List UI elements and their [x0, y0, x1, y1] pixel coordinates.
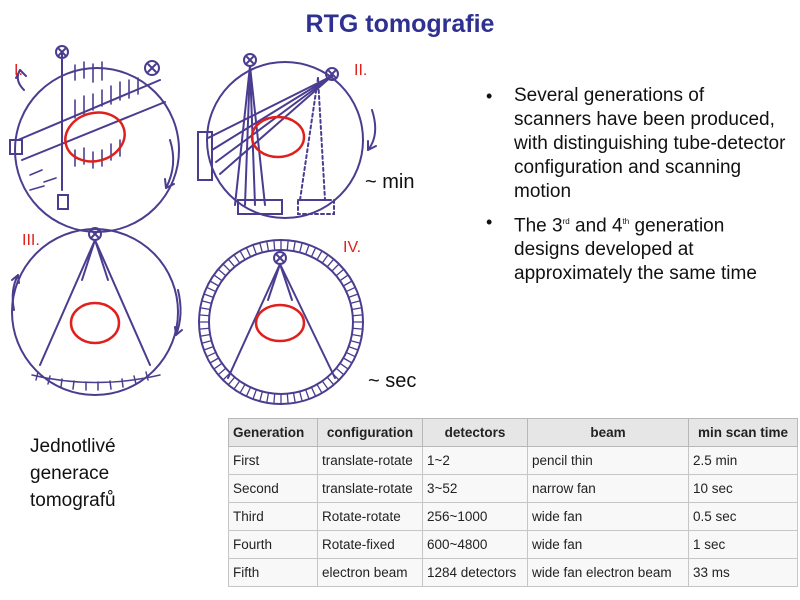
table-cell: wide fan — [527, 502, 689, 531]
label-gen-4: IV. — [343, 239, 362, 256]
table-cell: 1 sec — [688, 530, 798, 559]
table-cell: Fourth — [228, 530, 318, 559]
table-cell: wide fan — [527, 530, 689, 559]
generations-table: Generation configuration detectors beam … — [228, 418, 798, 587]
table-cell: 0.5 sec — [688, 502, 798, 531]
bullet-item-generations: Several generations of scanners have bee… — [486, 84, 786, 204]
table-cell: 256~1000 — [422, 502, 528, 531]
table-cell: Rotate-rotate — [317, 502, 423, 531]
bullet-item-3rd-4th: The 3rd and 4th generation designs devel… — [486, 210, 786, 286]
col-header-beam: beam — [527, 418, 689, 447]
table-cell: First — [228, 446, 318, 475]
caption-line: tomografů — [30, 490, 116, 511]
slide-title: RTG tomografie — [305, 10, 495, 38]
label-gen-2: II. — [354, 62, 368, 79]
table-header-row: Generation configuration detectors beam … — [228, 418, 798, 447]
table-cell: 10 sec — [688, 474, 798, 503]
czech-caption: Jednotlivé generace tomografů — [30, 433, 116, 514]
x-ray-source-icon — [55, 45, 69, 59]
table-row: First translate-rotate 1~2 pencil thin 2… — [228, 446, 798, 475]
label-time-sec: ~ sec — [368, 370, 417, 392]
table-cell: pencil thin — [527, 446, 689, 475]
caption-line: Jednotlivé — [30, 436, 116, 457]
bullet-list: Several generations of scanners have bee… — [486, 84, 786, 292]
table-cell: Fifth — [228, 558, 318, 587]
detector-icon — [9, 139, 23, 155]
table-row: Fourth Rotate-fixed 600~4800 wide fan 1 … — [228, 530, 798, 559]
label-gen-1: I. — [14, 62, 23, 79]
scanned-object-4 — [254, 303, 306, 343]
col-header-configuration: configuration — [317, 418, 423, 447]
table-cell: translate-rotate — [317, 446, 423, 475]
scanned-object-1 — [64, 111, 126, 163]
table-cell: wide fan electron beam — [527, 558, 689, 587]
table-cell: 33 ms — [688, 558, 798, 587]
table-cell: Rotate-fixed — [317, 530, 423, 559]
table-cell: 3~52 — [422, 474, 528, 503]
scanner-generations-diagram — [9, 45, 377, 405]
table-cell: 2.5 min — [688, 446, 798, 475]
table-row: Fifth electron beam 1284 detectors wide … — [228, 558, 798, 587]
table-cell: Second — [228, 474, 318, 503]
table-row: Second translate-rotate 3~52 narrow fan … — [228, 474, 798, 503]
label-gen-3: III. — [22, 232, 40, 249]
col-header-min-scan-time: min scan time — [688, 418, 798, 447]
table-cell: electron beam — [317, 558, 423, 587]
generation-4-sketch — [198, 239, 364, 405]
generation-2-sketch — [197, 53, 377, 219]
table-cell: narrow fan — [527, 474, 689, 503]
table-row: Third Rotate-rotate 256~1000 wide fan 0.… — [228, 502, 798, 531]
col-header-detectors: detectors — [422, 418, 528, 447]
table-cell: 600~4800 — [422, 530, 528, 559]
generation-3-sketch — [11, 227, 183, 396]
generation-1-sketch — [9, 45, 180, 233]
table-cell: Third — [228, 502, 318, 531]
scanned-object-2 — [250, 115, 306, 159]
label-time-min: ~ min — [365, 171, 415, 193]
col-header-generation: Generation — [228, 418, 318, 447]
caption-line: generace — [30, 463, 110, 484]
scanned-object-3 — [69, 301, 121, 345]
table-cell: 1~2 — [422, 446, 528, 475]
table-cell: 1284 detectors — [422, 558, 528, 587]
table-cell: translate-rotate — [317, 474, 423, 503]
